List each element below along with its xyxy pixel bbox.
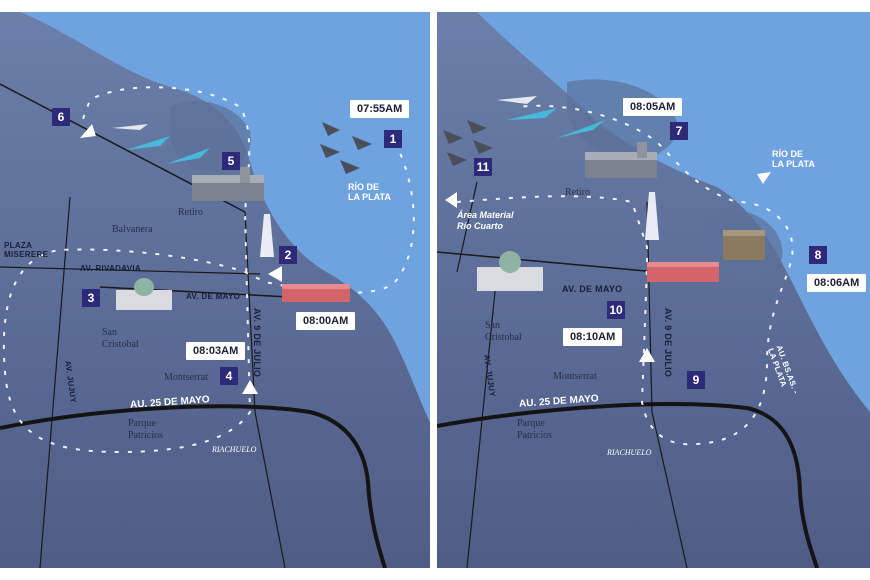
- av-9-de-julio-label: AV. 9 DE JULIO: [663, 308, 673, 378]
- stop-time: 08:00AM: [296, 312, 356, 330]
- stop-badge: 5: [222, 152, 240, 170]
- congreso-building-icon: [477, 251, 543, 291]
- route-path: [456, 104, 794, 446]
- stop-time: 08:03AM: [186, 342, 246, 360]
- road-jujuy: [39, 196, 71, 568]
- casa-rosada-icon: [282, 284, 350, 302]
- stop-time: 08:10AM: [563, 328, 623, 346]
- area-material-rio-cuarto-label: Área Material Río Cuarto: [457, 210, 514, 231]
- obelisk-icon: [645, 192, 659, 240]
- rio-de-la-plata-label: RÍO DE LA PLATA: [772, 149, 815, 169]
- stop-time: 08:05AM: [623, 98, 683, 116]
- road-av-mayo: [437, 251, 658, 273]
- road-9-julio: [244, 211, 286, 568]
- riachuelo-label: RIACHUELO: [607, 448, 652, 457]
- parque-patricios-label: Parque Patricios: [517, 418, 552, 441]
- road-au25: [0, 404, 387, 568]
- land-mass: [0, 12, 430, 568]
- direction-arrow-icon: [242, 380, 258, 394]
- san-cristobal-label: San Cristobal: [102, 327, 139, 350]
- road-rivadavia: [0, 266, 261, 275]
- map-left-background: [0, 12, 430, 568]
- obelisk-icon: [260, 214, 274, 257]
- road-av-mayo: [99, 286, 291, 298]
- map-panel-right: RÍO DE LA PLATA Retiro Área Material Río…: [437, 12, 870, 568]
- road-diagonal: [456, 181, 478, 273]
- stop-time: 08:06AM: [807, 274, 867, 292]
- congreso-building-icon: [116, 278, 172, 310]
- map-right-background: [437, 12, 870, 568]
- stop-badge: 7: [670, 122, 688, 140]
- map-panel-left: RÍO DE LA PLATA Retiro Balvanera PLAZA M…: [0, 12, 430, 568]
- land-mass: [437, 12, 870, 568]
- retiro-label: Retiro: [178, 207, 203, 218]
- rio-de-la-plata-label: RÍO DE LA PLATA: [348, 182, 391, 202]
- av-rivadavia-label: AV. RIVADAVIA: [80, 264, 141, 273]
- av-de-mayo-label: AV. DE MAYO: [562, 284, 623, 294]
- direction-arrow-icon: [445, 192, 457, 208]
- airplane-formation-icon: [112, 124, 210, 164]
- stop-badge: 8: [809, 246, 827, 264]
- direction-arrow-icon: [80, 124, 96, 138]
- road-au25: [437, 402, 819, 568]
- airplane-formation-icon: [497, 96, 605, 138]
- retiro-station-icon: [585, 142, 657, 178]
- av-de-mayo-label: AV. DE MAYO: [186, 292, 241, 301]
- stop-badge: 10: [607, 301, 625, 319]
- direction-arrow-icon: [757, 172, 771, 184]
- stop-badge: 4: [220, 367, 238, 385]
- direction-arrow-icon: [639, 348, 655, 362]
- casa-rosada-icon: [647, 262, 719, 282]
- stop-badge: 9: [687, 371, 705, 389]
- montserrat-label: Montserrat: [164, 372, 208, 383]
- route-path: [2, 86, 415, 454]
- building-icon: [723, 230, 765, 260]
- direction-arrow-icon: [268, 266, 282, 282]
- riachuelo-label: RIACHUELO: [212, 445, 257, 454]
- stop-badge: 3: [82, 289, 100, 307]
- retiro-station-icon: [192, 167, 264, 201]
- montserrat-label: Montserrat: [553, 371, 597, 382]
- balvanera-label: Balvanera: [112, 224, 153, 235]
- retiro-label: Retiro: [565, 187, 590, 198]
- parque-patricios-label: Parque Patricios: [128, 418, 163, 441]
- fighter-jets-icon: [443, 120, 493, 166]
- stop-badge: 11: [474, 158, 492, 176]
- plaza-miserere-label: PLAZA MISERERE: [4, 241, 49, 259]
- fighter-jets-icon: [320, 122, 372, 174]
- san-cristobal-label: San Cristobal: [485, 320, 522, 343]
- stop-badge: 1: [384, 130, 402, 148]
- stop-badge: 6: [52, 108, 70, 126]
- stop-time: 07:55AM: [350, 100, 410, 118]
- av-9-de-julio-label: AV. 9 DE JULIO: [252, 308, 262, 378]
- stop-badge: 2: [279, 246, 297, 264]
